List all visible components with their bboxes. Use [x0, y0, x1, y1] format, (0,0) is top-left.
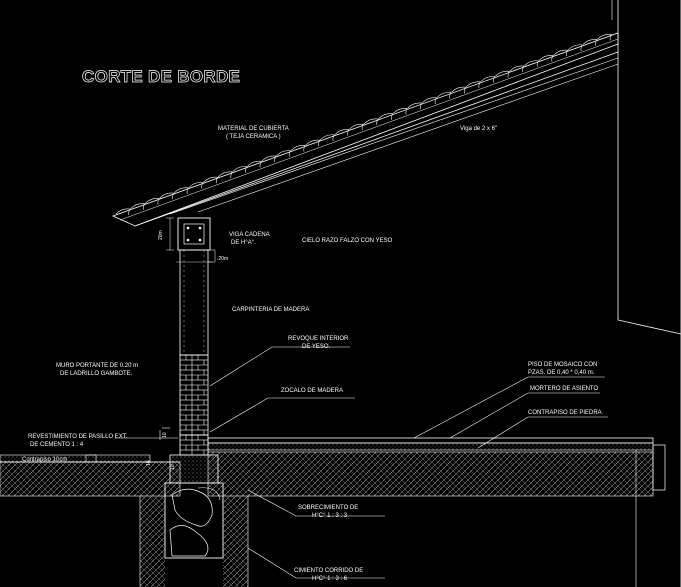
- label-ring-beam-sub: DE H°A°.: [231, 240, 256, 246]
- roof-tiles: [115, 33, 612, 216]
- label-wall: MURO PORTANTE DE 0.20 m: [56, 363, 138, 369]
- label-plinth-sub: H°C° 1 : 3 : 3: [312, 513, 348, 519]
- roof-tile: [305, 139, 321, 147]
- roof-tile: [451, 86, 466, 94]
- roof-tile: [115, 208, 131, 216]
- roof-tile: [436, 92, 452, 99]
- roof-tile: [276, 150, 291, 157]
- roof-tile: [247, 160, 262, 168]
- floor-slab: [207, 437, 666, 491]
- ground: [0, 451, 654, 497]
- label-footing-sub: H°C° 1 : 3 : 6: [312, 576, 348, 582]
- label-carpentry: CARPINTERIA DE MADERA: [232, 307, 309, 313]
- label-mortar: MORTERO DE ASIENTO: [530, 386, 598, 392]
- roof-tile: [159, 192, 175, 200]
- dim-beam-height: 20m: [158, 230, 164, 240]
- roof-tile: [261, 155, 277, 163]
- roof-tile: [363, 118, 379, 126]
- label-subfloor-10: Contrapiso 10cm: [22, 457, 67, 463]
- roof-tile: [290, 145, 306, 152]
- roof-tile: [217, 171, 233, 179]
- label-wall-sub: DE LADRILLO GAMBOTE.: [60, 371, 133, 377]
- foundation: [139, 450, 637, 587]
- label-skirting: ZOCALO DE MADERA: [281, 388, 343, 394]
- roof-tile: [130, 203, 146, 210]
- leader-lines: [115, 346, 608, 579]
- label-floor: PISO DE MOSAICO CON: [528, 362, 597, 368]
- dim-c: 10: [170, 464, 176, 470]
- label-subfloor: CONTRAPISO DE PIEDRA: [528, 410, 602, 416]
- roof-tile: [188, 182, 204, 189]
- right-wall: [611, 0, 681, 587]
- roof-tile: [349, 123, 364, 131]
- roof-tile: [174, 187, 189, 194]
- roof-tile: [203, 176, 218, 184]
- roof-tile: [320, 134, 335, 142]
- label-cladding: REVESTIMIENTO DE PASILLO EXT.: [28, 434, 128, 440]
- roof-tile: [597, 33, 612, 41]
- drawing-title: CORTE DE BORDE: [82, 67, 240, 86]
- label-cladding-sub: DE CEMENTO 1 : 4: [30, 442, 84, 448]
- roof-tile: [392, 107, 408, 115]
- label-roof-material: MATERIAL DE CUBIERTA: [218, 126, 289, 132]
- roof-tile: [465, 81, 481, 89]
- roof-tile: [144, 197, 160, 205]
- label-beam: Viga de 2 x 6": [460, 126, 497, 132]
- roof-tile: [495, 70, 510, 78]
- dim-b: 10: [146, 460, 152, 466]
- roof-tile: [334, 129, 350, 136]
- roof-tile: [480, 76, 496, 83]
- load-bearing-wall: [176, 249, 216, 456]
- roof-tile: [407, 102, 423, 110]
- label-footing: CIMIENTO CORRIDO DE: [294, 568, 363, 574]
- label-plinth: SOBRECIMIENTO DE: [298, 505, 358, 511]
- roof-tile: [553, 49, 569, 57]
- label-ring-beam: VIGA CADENA: [229, 232, 270, 238]
- label-plaster: REVOQUE INTERIOR: [288, 336, 349, 342]
- roof-tile: [538, 55, 554, 62]
- ring-beam: [166, 217, 211, 251]
- roof: [111, 32, 619, 227]
- label-floor-sub: PZAS. DE 0,40 * 0,40 m.: [528, 370, 595, 376]
- dim-wall-width: .20m: [217, 256, 228, 262]
- roof-tile: [509, 65, 525, 73]
- roof-tile: [378, 113, 394, 120]
- roof-tile: [568, 44, 583, 52]
- roof-tile: [582, 39, 598, 46]
- roof-tile: [524, 60, 539, 67]
- label-ceiling: CIELO RAZO FALZO CON YESO: [302, 238, 393, 244]
- roof-tile: [422, 97, 437, 104]
- label-plaster-sub: DE YESO.: [302, 344, 331, 350]
- roof-tile: [232, 166, 248, 173]
- label-roof-material-sub: ( TEJA CERAMICA ): [226, 134, 281, 140]
- dim-a: 10: [162, 432, 168, 438]
